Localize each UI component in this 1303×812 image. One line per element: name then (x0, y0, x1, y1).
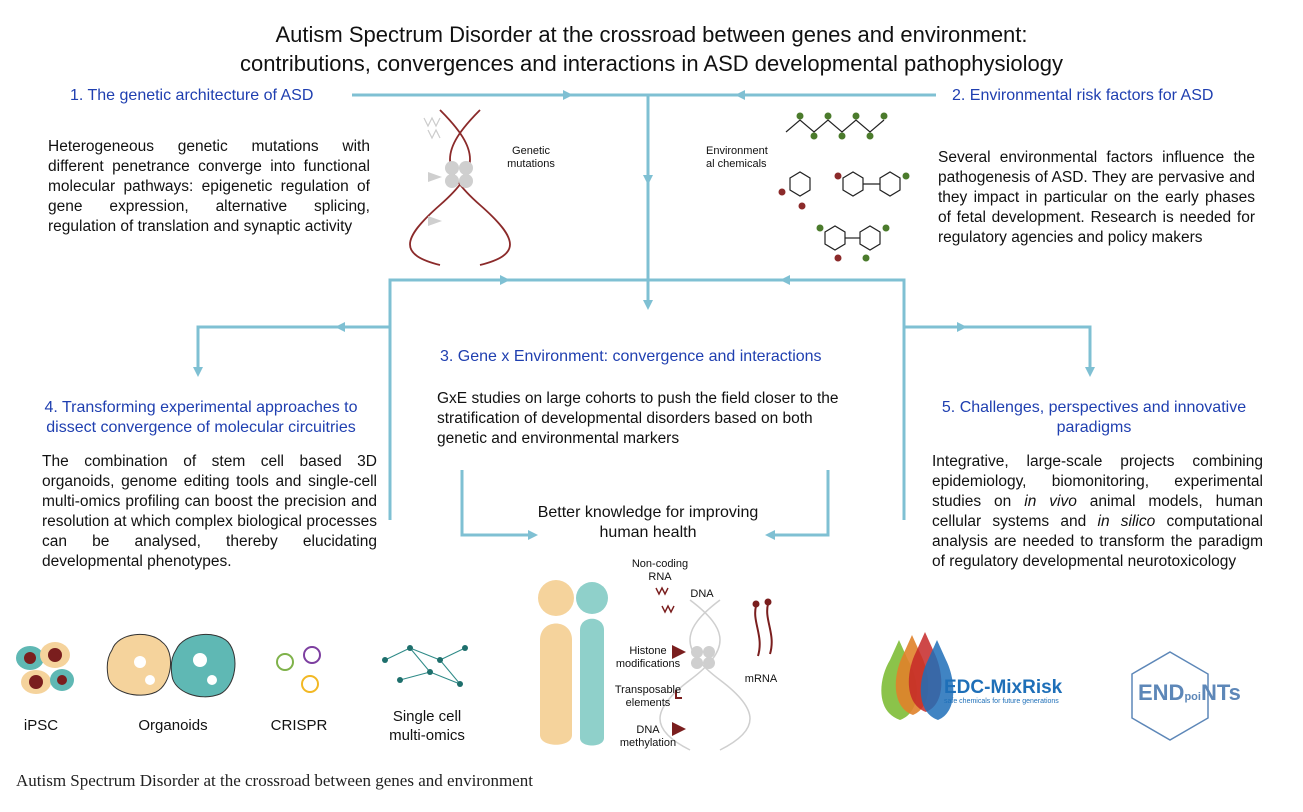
chemical-atoms-icon (796, 112, 888, 140)
ipsc-label: iPSC (23, 717, 59, 734)
figure-caption: Autism Spectrum Disorder at the crossroa… (16, 771, 533, 790)
organoids-label: Organoids (138, 717, 208, 734)
dna-helix-icon (409, 109, 511, 266)
endpoints-logo-text: ENDpoiNTs (1138, 680, 1241, 705)
single-cell-nodes-icon (382, 645, 468, 687)
section-5-body: Integrative, large-scale projects combin… (932, 453, 1263, 570)
benzene-ring-icon (789, 171, 901, 251)
chemical-chain-icon (785, 119, 885, 133)
section-2-heading: 2. Environmental risk factors for ASD (952, 87, 1214, 104)
ipsc-cells-icon (16, 642, 74, 694)
section-2-body: Several environmental factors influence … (938, 149, 1255, 246)
endpoints-logo-icon (1131, 651, 1209, 741)
human-figures-icon (538, 580, 608, 746)
section-1-body: Heterogeneous genetic mutations with dif… (48, 138, 370, 235)
title-line-1: Autism Spectrum Disorder at the crossroa… (275, 22, 1028, 47)
epigenetic-markers-icon (672, 645, 686, 736)
histone-icon (691, 646, 715, 669)
mrna-icon (754, 603, 773, 657)
arrow-right-branch (904, 325, 1095, 377)
epigenetic-dna-icon (659, 599, 751, 751)
organoids-icon (106, 633, 236, 698)
mrna-label: mRNA (744, 673, 778, 685)
arrow-left-branch (193, 325, 390, 377)
noncoding-rna-squiggle-icon (655, 586, 675, 614)
section-5-heading: 5. Challenges, perspectives and innovati… (941, 399, 1247, 436)
single-cell-network-icon (384, 647, 466, 685)
section-3-heading: 3. Gene x Environment: convergence and i… (440, 348, 822, 365)
page-title: Autism Spectrum Disorder at the crossroa… (0, 20, 1303, 78)
mrna-caps-icon (752, 598, 772, 608)
genetic-rna-squiggle-icon (423, 116, 441, 140)
arrow-bottom-right (765, 470, 830, 540)
edc-mixrisk-tagline: safe chemicals for future generations (944, 698, 1059, 705)
genetic-nucleosome-icon (428, 161, 473, 226)
section-4-body: The combination of stem cell based 3D or… (42, 453, 377, 570)
section-3-body: GxE studies on large cohorts to push the… (437, 390, 839, 447)
title-line-2: contributions, convergences and interact… (239, 51, 1064, 76)
section-4-heading: 4. Transforming experimental approaches … (44, 399, 358, 436)
chemical-atom-dots-icon (778, 172, 910, 262)
edc-mixrisk-logo-icon (881, 632, 954, 720)
edc-mixrisk-name: EDC-MixRisk (944, 677, 1063, 698)
crispr-icon (276, 646, 321, 693)
crispr-label: CRISPR (270, 717, 328, 734)
arrow-bottom-left (460, 470, 538, 540)
dna-label: DNA (690, 588, 714, 600)
central-frame (388, 278, 906, 520)
section-1-heading: 1. The genetic architecture of ASD (70, 87, 314, 104)
